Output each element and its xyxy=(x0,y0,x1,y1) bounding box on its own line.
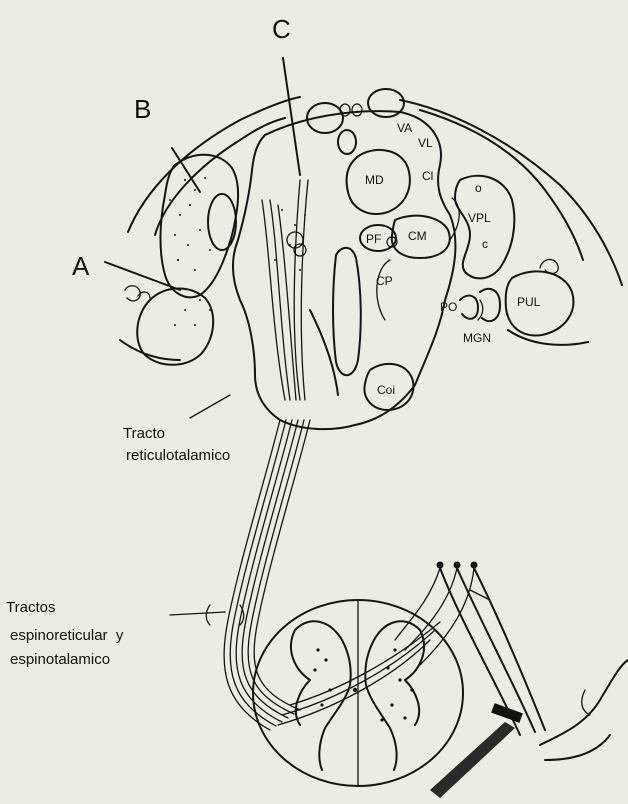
hammer-handle-icon xyxy=(430,722,515,798)
outer-arc-left xyxy=(128,97,300,232)
spino-caption-leader xyxy=(170,612,225,615)
probe-a-line xyxy=(105,262,180,290)
label-va: VA xyxy=(397,121,412,135)
caption-spino-1: Tractos xyxy=(6,599,55,616)
top-small-3 xyxy=(338,130,356,154)
caption-spino-3: espinotalamico xyxy=(10,651,110,668)
marker-b: B xyxy=(134,94,151,124)
probe-c-line xyxy=(283,58,300,175)
lower-lobe-left xyxy=(137,288,213,364)
stimulating-probes xyxy=(105,58,300,290)
vpl-nucleus xyxy=(455,176,514,279)
lateral-lobe-left xyxy=(160,155,238,297)
top-nucleus-right xyxy=(368,89,404,117)
left-lower-lobe-base xyxy=(120,340,180,360)
crossing-fiber-3 xyxy=(290,622,440,705)
label-pf: PF xyxy=(366,232,381,246)
label-cm: CM xyxy=(408,229,427,243)
label-pul: PUL xyxy=(517,295,541,309)
caption-spino-2: espinoreticular y xyxy=(10,627,124,644)
label-vl: VL xyxy=(418,136,433,150)
label-cl: Cl xyxy=(422,169,433,183)
tract-captions: Tracto reticulotalamico Tractos espinore… xyxy=(6,425,230,668)
label-c: c xyxy=(482,237,488,251)
small-loop-left xyxy=(125,286,140,301)
label-vpl: VPL xyxy=(468,211,491,225)
label-mgn: MGN xyxy=(463,331,491,345)
cp-boundary xyxy=(377,260,390,320)
caption-reticulo-1: Tracto xyxy=(123,425,165,442)
marker-a: A xyxy=(72,251,90,281)
mgn-nucleus xyxy=(480,289,500,321)
hand-knuckle xyxy=(582,690,590,715)
thalamus-outline xyxy=(233,111,456,429)
top-small-2 xyxy=(352,104,362,116)
dorsal-root-afferents xyxy=(395,562,545,736)
label-cp: CP xyxy=(376,274,393,288)
noxious-stimulus xyxy=(430,660,628,798)
lateral-nucleus-left xyxy=(208,194,236,250)
spinal-tract-bundle xyxy=(224,420,310,730)
caption-reticulo-2: reticulotalamico xyxy=(126,447,230,464)
tract-node-1 xyxy=(287,232,303,248)
label-o: o xyxy=(475,181,482,195)
po-nucleus xyxy=(460,296,478,319)
reticulo-caption-leader xyxy=(190,395,230,418)
nucleus-labels: VA VL MD Cl o VPL c PF CM CP PO PUL MGN … xyxy=(365,121,541,397)
reticulothalamic-tract xyxy=(262,180,308,400)
afferent-nerve-3 xyxy=(474,568,545,730)
spinal-cord-section xyxy=(253,600,463,786)
marker-c: C xyxy=(272,14,291,44)
spino-tick-1 xyxy=(206,605,210,625)
central-canal xyxy=(333,248,361,375)
label-coi: Coi xyxy=(377,383,395,397)
label-md: MD xyxy=(365,173,384,187)
brain-section xyxy=(120,89,622,429)
label-po: PO xyxy=(440,300,457,314)
hand-outline xyxy=(540,660,628,745)
